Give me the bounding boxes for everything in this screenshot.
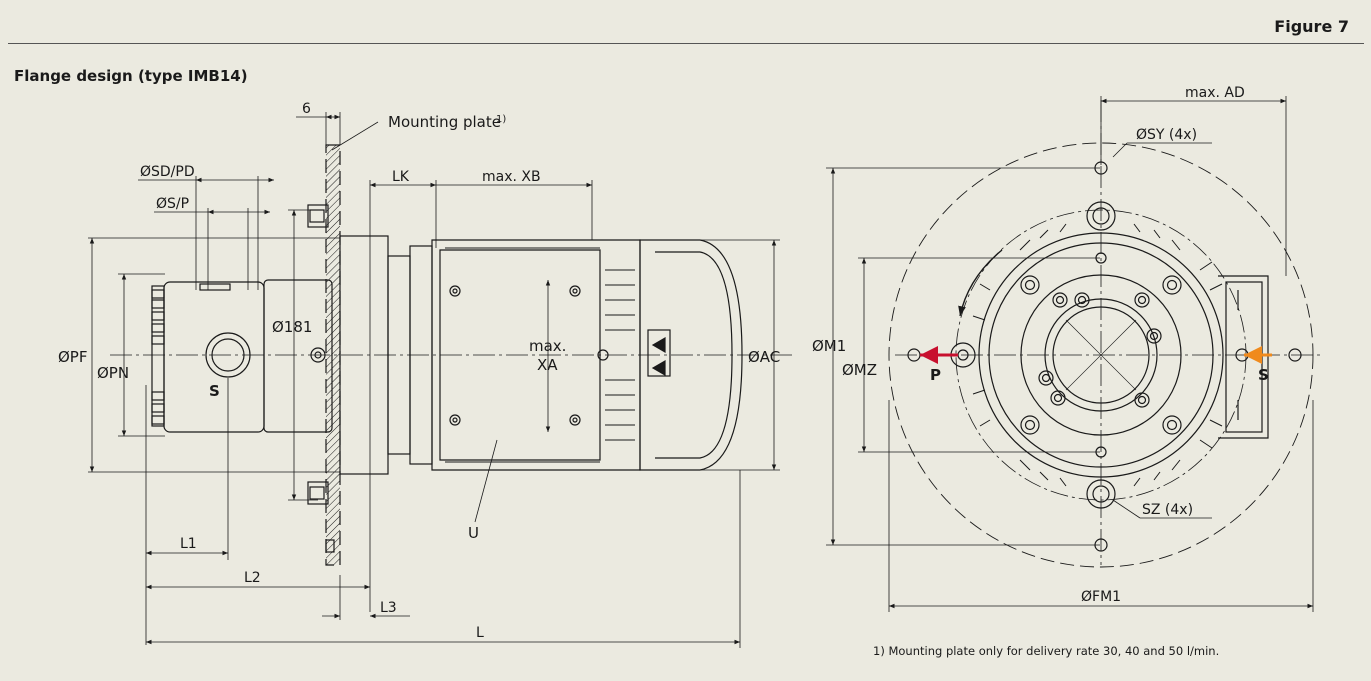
- dim-l2-label: L2: [244, 570, 261, 586]
- outer-bolt-holes: [1020, 252, 1182, 458]
- dim-l-label: L: [476, 625, 484, 641]
- flange-bolt-circle: [888, 142, 1314, 568]
- inner-flange: [1020, 274, 1182, 436]
- shaft-bore: [1052, 306, 1150, 404]
- port-s-label: S: [209, 382, 220, 400]
- motor-outline: [978, 232, 1224, 478]
- section-title: Flange design (type IMB14): [14, 67, 248, 85]
- dim-s-p-label: ØS/P: [156, 196, 189, 212]
- motor-shaft-center: [597, 349, 609, 361]
- pump-port-s: [205, 332, 251, 378]
- pump-port-top: [199, 283, 231, 291]
- dim-fm1-label: ØFM1: [1081, 589, 1121, 605]
- dim-pf-label: ØPF: [58, 348, 87, 366]
- dim-max-xb-label: max. XB: [482, 169, 541, 185]
- header-divider: [8, 43, 1364, 44]
- dim-mz-label: ØMZ: [842, 361, 877, 379]
- mounting-plate-label: Mounting plate: [388, 113, 501, 131]
- dim-181-label: Ø181: [272, 318, 312, 336]
- mounting-plate-footnote-mark: 1): [496, 114, 506, 125]
- terminal-box: [439, 249, 601, 461]
- front-fins: [972, 223, 1223, 487]
- rotation-arrow-plate: [647, 329, 671, 377]
- pump-bolt-heads-bottom: [151, 391, 165, 425]
- port-p-label: P: [930, 366, 941, 384]
- pump-bolt-heads-top: [151, 289, 165, 345]
- dim-l1-label: L1: [180, 536, 197, 552]
- dim-sy-label: ØSY (4x): [1136, 127, 1197, 143]
- pump-shaft: [310, 347, 326, 363]
- dim-m1-label: ØM1: [812, 337, 846, 355]
- fan-cover: [639, 239, 743, 471]
- dim-sz-label: SZ (4x): [1142, 502, 1193, 518]
- label-u: U: [468, 524, 479, 542]
- figure-label: Figure 7: [1274, 17, 1349, 36]
- dim-pn-label: ØPN: [97, 364, 129, 382]
- dim-ac-label: ØAC: [748, 348, 780, 366]
- pump-body: [163, 281, 265, 433]
- sz-holes: [1086, 201, 1116, 509]
- dim-max-ad-label: max. AD: [1185, 85, 1245, 101]
- front-terminal-box: [1218, 275, 1269, 439]
- dim-l3-label: L3: [380, 600, 397, 616]
- rotation-direction-arrow: [958, 249, 1003, 317]
- sy-holes: [907, 161, 1302, 552]
- dim-lk-label: LK: [392, 169, 410, 185]
- pump-housing: [263, 279, 333, 433]
- dim-max-xa-line1: max.: [529, 337, 566, 355]
- port-s-label-front: S: [1258, 366, 1269, 384]
- footnote: 1) Mounting plate only for delivery rate…: [873, 644, 1219, 658]
- dim-6-label: 6: [302, 101, 311, 117]
- inner-bolt-holes: [1038, 292, 1162, 408]
- front-view: [826, 96, 1320, 612]
- motor-fins: [445, 247, 635, 463]
- pump-end-cap: [151, 285, 165, 427]
- side-view: [88, 112, 795, 648]
- dim-max-xa-line2: XA: [537, 356, 558, 374]
- dim-sd-pd-label: ØSD/PD: [140, 164, 195, 180]
